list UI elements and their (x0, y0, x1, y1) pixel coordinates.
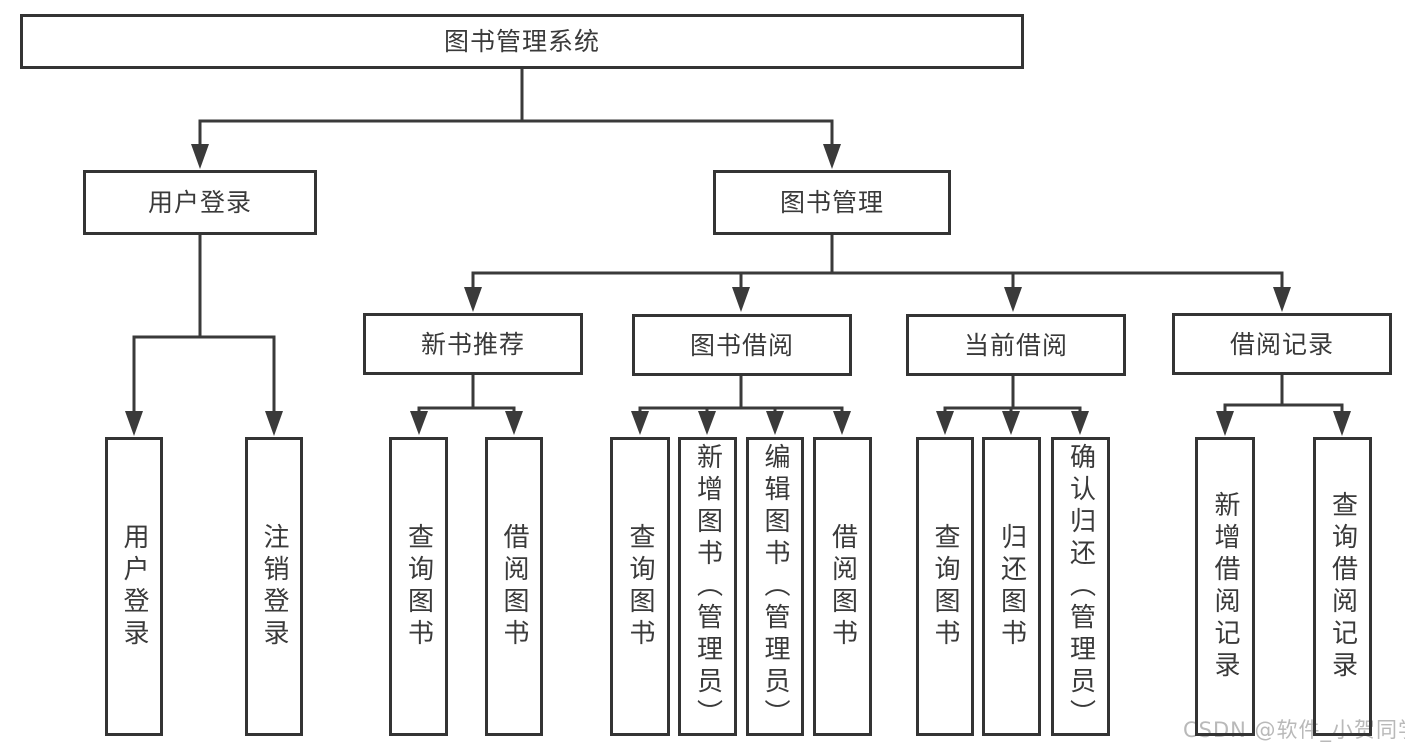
leaf-recommend-query-books-label: 查询图书 (403, 522, 434, 651)
leaf-add-borrow-record: 新增借阅记录 (1195, 437, 1255, 736)
connector-user-login-children (125, 234, 283, 436)
leaf-return-books: 归还图书 (982, 437, 1041, 736)
leaf-logout-label: 注销登录 (259, 522, 289, 651)
leaf-edit-books-admin-label: 编辑图书（管理员） (760, 442, 790, 731)
leaf-recommend-borrow-books-label: 借阅图书 (499, 522, 529, 651)
leaf-current-query-books-label: 查询图书 (930, 522, 960, 651)
leaf-query-borrow-record: 查询借阅记录 (1313, 437, 1372, 736)
leaf-confirm-return-admin-label: 确认归还（管理员） (1065, 442, 1096, 731)
leaf-borrow-borrow-books: 借阅图书 (813, 437, 872, 736)
connector-book-mgmt-to-level3 (464, 234, 1291, 312)
leaf-current-query-books: 查询图书 (916, 437, 974, 736)
leaf-logout: 注销登录 (245, 437, 303, 736)
node-new-book-recommend-label: 新书推荐 (420, 329, 525, 359)
leaf-borrow-borrow-books-label: 借阅图书 (827, 522, 858, 651)
leaf-borrow-query-books-label: 查询图书 (625, 522, 655, 651)
connector-root-to-level2 (191, 69, 841, 169)
leaf-recommend-query-books: 查询图书 (389, 437, 448, 736)
connector-new-book-rec-children (410, 374, 523, 435)
leaf-confirm-return-admin: 确认归还（管理员） (1051, 437, 1110, 736)
node-borrow-records: 借阅记录 (1172, 313, 1392, 375)
leaf-user-login-label: 用户登录 (119, 522, 149, 651)
node-book-management-label: 图书管理 (779, 188, 884, 217)
connector-current-borrow-children (936, 375, 1089, 435)
leaf-add-books-admin-label: 新增图书（管理员） (692, 442, 723, 731)
leaf-edit-books-admin: 编辑图书（管理员） (746, 437, 804, 736)
node-book-borrow-label: 图书借阅 (689, 330, 794, 360)
node-user-login-label: 用户登录 (147, 188, 252, 217)
node-book-management: 图书管理 (713, 170, 951, 235)
node-root-label: 图书管理系统 (443, 27, 600, 56)
leaf-query-borrow-record-label: 查询借阅记录 (1327, 490, 1358, 683)
node-borrow-records-label: 借阅记录 (1229, 329, 1334, 359)
node-user-login: 用户登录 (83, 170, 317, 235)
connector-book-borrow-children (631, 375, 851, 435)
watermark: CSDN @软件_小贺同学 (1183, 718, 1405, 742)
leaf-add-books-admin: 新增图书（管理员） (678, 437, 737, 736)
leaf-return-books-label: 归还图书 (996, 522, 1027, 651)
leaf-user-login: 用户登录 (105, 437, 163, 736)
node-current-borrow-label: 当前借阅 (963, 330, 1068, 360)
node-root: 图书管理系统 (20, 14, 1024, 69)
leaf-add-borrow-record-label: 新增借阅记录 (1210, 490, 1240, 683)
node-new-book-recommend: 新书推荐 (363, 313, 583, 375)
connector-borrow-records-children (1216, 374, 1351, 436)
leaf-recommend-borrow-books: 借阅图书 (485, 437, 543, 736)
node-book-borrow: 图书借阅 (632, 314, 852, 376)
leaf-borrow-query-books: 查询图书 (610, 437, 670, 736)
node-current-borrow: 当前借阅 (906, 314, 1126, 376)
